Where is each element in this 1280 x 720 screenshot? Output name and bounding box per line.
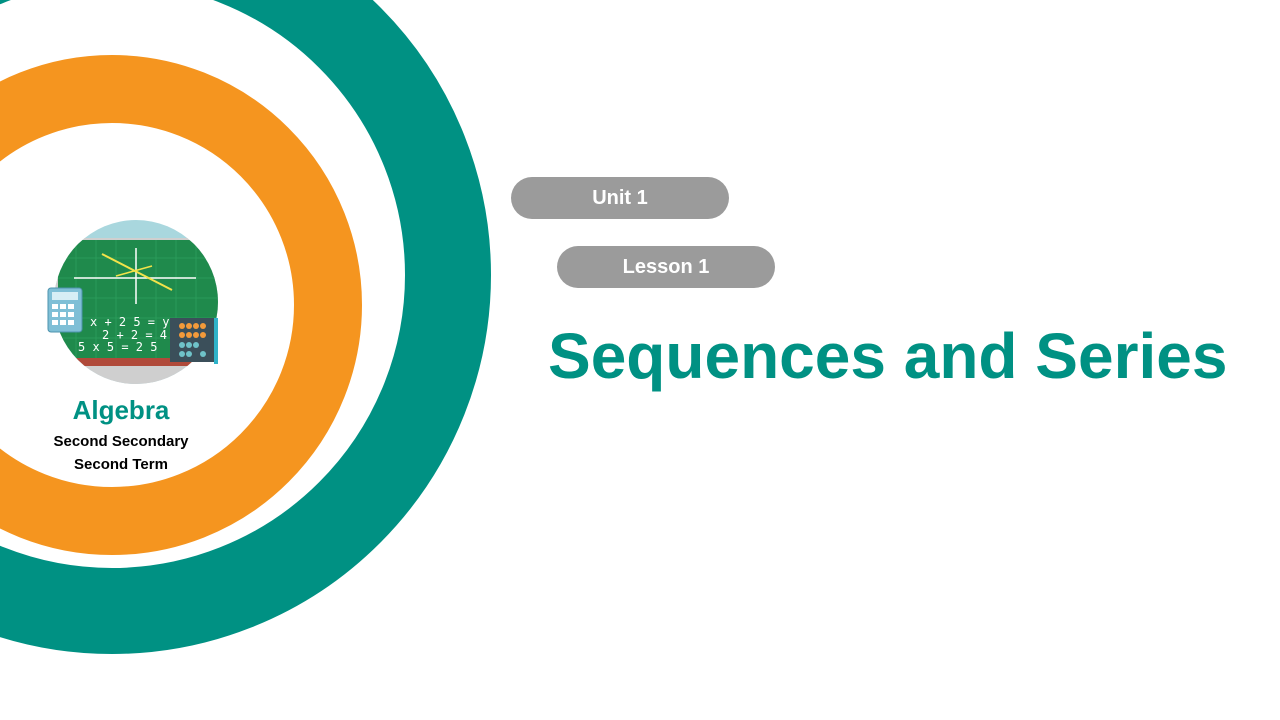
- orange-arc: [0, 55, 362, 555]
- grade-label: Second Secondary: [53, 433, 189, 450]
- abacus-icon: [170, 318, 218, 364]
- board-equation-3: 5 x 5 = 2 5: [78, 340, 157, 354]
- term-label: Second Term: [74, 456, 168, 473]
- board-equation-2: 2 + 2 = 4: [102, 328, 167, 342]
- subject-label: Algebra: [72, 395, 170, 425]
- calculator-icon: [47, 287, 83, 333]
- board-equation-1: x + 2 5 = y: [90, 315, 169, 329]
- math-chalkboard-icon: x + 2 5 = y 2 + 2 = 4 5 x 5 = 2 5: [47, 220, 218, 384]
- slide-title: Sequences and Series: [548, 320, 1228, 392]
- unit-label: Unit 1: [511, 177, 729, 219]
- teal-arc: [0, 0, 491, 654]
- lesson-label: Lesson 1: [557, 246, 775, 288]
